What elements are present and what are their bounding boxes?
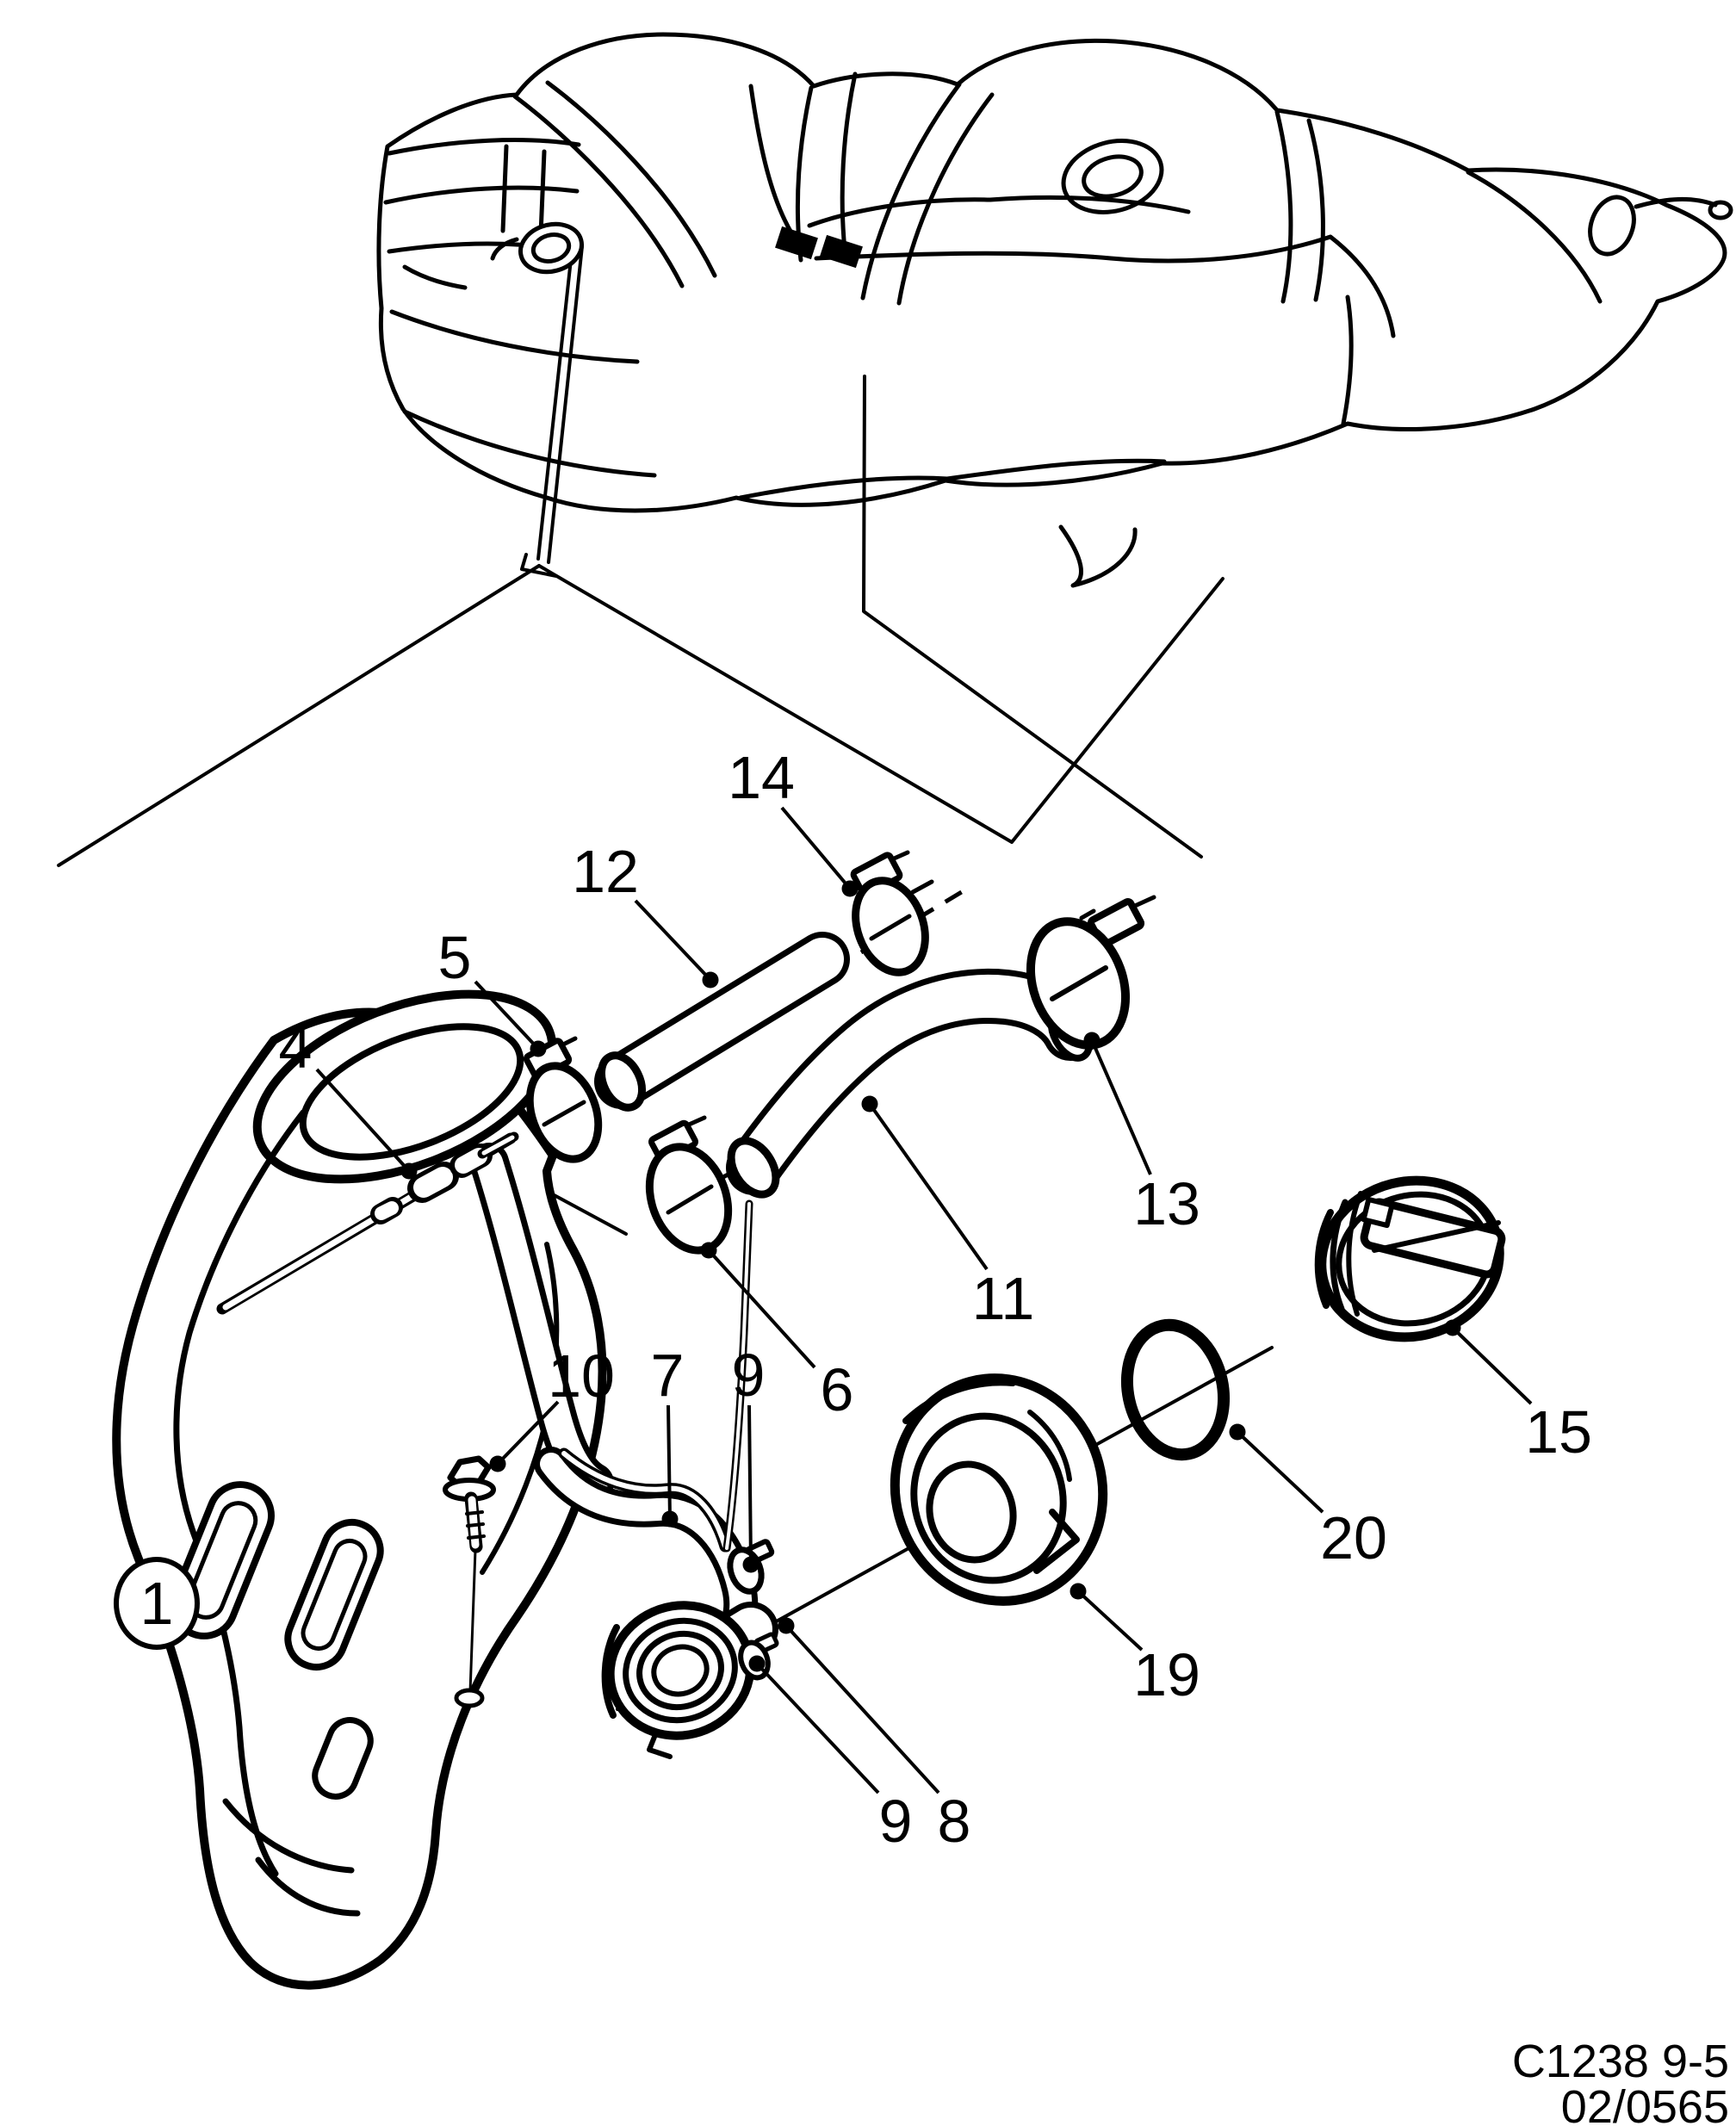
leader-dot-9	[742, 1556, 760, 1573]
tank-silhouette	[376, 32, 1727, 513]
tank-left-lobe-detail	[383, 138, 581, 290]
callout-13: 13	[1133, 1170, 1200, 1237]
leader-line-20	[1236, 1430, 1324, 1514]
circled-callout-label: 1	[140, 1570, 174, 1637]
figure-code: C1238 9-5	[1512, 2036, 1729, 2087]
leader-line-4	[315, 1068, 411, 1173]
leader-dot-5	[530, 1040, 547, 1057]
leader-dot-12	[702, 971, 719, 989]
part-19-protective-cup	[890, 1373, 1108, 1606]
part-14-clamp	[850, 850, 934, 976]
fuel-line-tip	[1708, 200, 1733, 220]
part-12-hose	[594, 932, 850, 1112]
callout-19: 19	[1133, 1641, 1200, 1708]
leader-line-9	[747, 1404, 753, 1565]
leader-line-6	[707, 1249, 816, 1369]
part-1-shield-bracket	[112, 989, 607, 1990]
leader-line-7	[666, 1404, 672, 1520]
callout-4: 4	[279, 1013, 313, 1081]
bracket-mouth-inner	[299, 1023, 524, 1161]
bracket-inner-edge	[173, 1109, 307, 1877]
bolt-hole	[454, 1688, 485, 1708]
leader-dot-6	[700, 1242, 717, 1259]
leader-dot-13	[1083, 1032, 1100, 1049]
callout-10: 10	[548, 1342, 615, 1410]
filler-neck-inner	[530, 232, 572, 263]
callout-7: 7	[651, 1342, 685, 1409]
part-13-clamp	[1026, 895, 1156, 1050]
tank-connection-line	[862, 375, 1203, 858]
tank-saddle-lines	[795, 71, 858, 263]
leader-dot-8	[778, 1617, 795, 1634]
leader-dot-10	[489, 1455, 506, 1472]
callout-11: 11	[972, 1265, 1035, 1332]
leader-line-10	[496, 1400, 560, 1466]
tank-right-straps	[1274, 109, 1354, 426]
filler-neck-outer	[518, 221, 584, 275]
wiring-connectors	[775, 226, 863, 269]
fuel-filter	[1588, 195, 1636, 257]
leader-line-14	[780, 806, 852, 890]
leader-dot-19	[1070, 1583, 1087, 1600]
bracket-mouth-outer	[252, 989, 557, 1184]
tank-bottom-pocket	[1058, 524, 1138, 588]
leader-line-8	[784, 1624, 940, 1794]
part-4-vent-pipe	[216, 1131, 519, 1315]
callout-5: 5	[438, 924, 472, 991]
part-5-clamp	[523, 1036, 603, 1163]
figure-revision: 02/0565	[1561, 2081, 1729, 2126]
leader-line-9	[755, 1662, 880, 1794]
part-10-bolt	[443, 1455, 496, 1553]
vent-pipe-line	[536, 245, 584, 564]
fuel-pump-flange	[1061, 139, 1164, 214]
callout-9: 9	[732, 1342, 766, 1409]
detail-indicator-right	[537, 564, 1224, 844]
part-6-clamp	[645, 1115, 733, 1255]
leader-line-11	[868, 1102, 989, 1271]
callout-6: 6	[821, 1356, 854, 1423]
fuel-pump-flange-inner	[1082, 154, 1144, 199]
callout-15: 15	[1525, 1398, 1592, 1466]
leader-line-12	[634, 899, 712, 982]
leader-line-5	[474, 980, 540, 1051]
part-15-fuel-cap	[1314, 1175, 1506, 1342]
filler-neck-stub	[490, 237, 519, 261]
callout-9: 9	[879, 1788, 913, 1855]
leader-dot-15	[1444, 1319, 1461, 1336]
leader-dot-4	[400, 1162, 418, 1180]
callout-20: 20	[1320, 1504, 1387, 1571]
callout-14: 14	[728, 744, 795, 811]
part-11-hose	[726, 969, 1098, 1199]
leader-dot-7	[661, 1510, 679, 1528]
leader-line-13	[1090, 1039, 1152, 1175]
leader-line-19	[1076, 1590, 1144, 1652]
detail-indicator-left	[57, 564, 541, 867]
tank-hump-ridges	[512, 80, 995, 306]
bracket-bottom-ribs	[222, 1798, 361, 1917]
callout-8: 8	[938, 1788, 971, 1855]
leader-dot-20	[1229, 1423, 1246, 1441]
fuel-tank-illustration	[376, 32, 1733, 588]
bracket-slots	[170, 1481, 384, 1800]
filler-pipe-mouth	[601, 1601, 755, 1759]
vent-pipe-hook	[520, 553, 558, 578]
leader-dot-11	[861, 1095, 878, 1113]
part-7-vent-hose	[558, 1199, 753, 1553]
leader-dot-9	[748, 1655, 766, 1672]
tank-front-creases	[389, 309, 1167, 500]
leader-line-15	[1451, 1326, 1533, 1405]
fuel-line-right	[1466, 170, 1718, 304]
bolt-guide-line	[468, 1548, 477, 1694]
part-20-o-ring	[1120, 1318, 1231, 1461]
callout-12: 12	[572, 838, 639, 905]
circled-callout-ring	[114, 1557, 200, 1650]
leader-dot-14	[841, 880, 859, 897]
wiring-harness	[748, 84, 1396, 338]
